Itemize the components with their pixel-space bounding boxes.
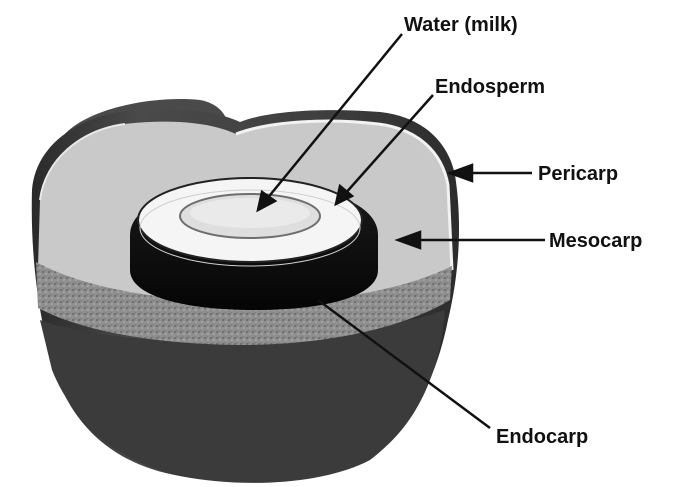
endosperm-label: Endosperm bbox=[435, 76, 545, 98]
mesocarp-label: Mesocarp bbox=[549, 230, 642, 252]
water-label: Water (milk) bbox=[404, 14, 518, 36]
pericarp-label: Pericarp bbox=[538, 163, 618, 185]
water-highlight-shape bbox=[190, 198, 310, 228]
endocarp-label: Endocarp bbox=[496, 426, 588, 448]
